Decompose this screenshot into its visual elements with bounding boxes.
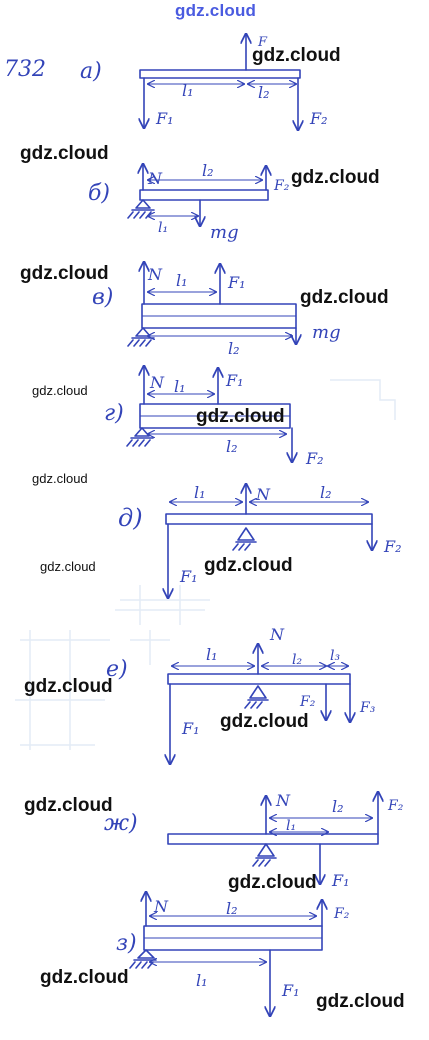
svg-text:N: N <box>149 373 165 392</box>
lever-bar <box>139 189 269 201</box>
watermark: gdz.cloud <box>316 991 405 1012</box>
svg-text:l₁: l₁ <box>196 971 208 990</box>
svg-text:F₁: F₁ <box>155 109 174 128</box>
svg-text:l₂: l₂ <box>332 797 344 816</box>
svg-text:N: N <box>153 897 169 916</box>
svg-text:г): г) <box>104 401 124 426</box>
svg-text:l₁: l₁ <box>158 220 168 236</box>
diagram-b: б) N F₂ l₂ l₁ mg <box>88 161 290 243</box>
watermark: gdz.cloud <box>228 872 317 893</box>
watermark: gdz.cloud <box>40 967 129 988</box>
svg-text:F₁: F₁ <box>227 273 246 292</box>
svg-text:N: N <box>269 625 285 644</box>
svg-text:F₁: F₁ <box>225 371 244 390</box>
pivot-support <box>127 199 155 219</box>
watermark: gdz.cloud <box>24 795 113 816</box>
svg-text:F: F <box>257 35 268 50</box>
svg-text:в): в) <box>92 285 113 310</box>
svg-text:д): д) <box>118 504 143 532</box>
diagram-d: д) N l₁ l₂ F₁ F₂ <box>118 483 402 598</box>
svg-text:б): б) <box>88 181 110 206</box>
svg-text:l₂: l₂ <box>202 161 214 180</box>
svg-text:F₁: F₁ <box>281 981 300 1000</box>
svg-text:l₁: l₁ <box>286 818 296 834</box>
svg-text:F₂: F₂ <box>273 178 290 194</box>
watermark: gdz.cloud <box>32 383 88 398</box>
svg-text:F₁: F₁ <box>179 567 198 586</box>
svg-text:ж): ж) <box>104 811 138 836</box>
watermark: gdz.cloud <box>20 263 109 284</box>
svg-text:l₂: l₂ <box>320 483 332 502</box>
diagram-e: е) N l₁ l₂ l₃ F₁ F₂ F₃ <box>106 625 376 764</box>
problem-number: 732 <box>4 57 46 82</box>
watermark: gdz.cloud <box>291 167 380 188</box>
watermark: gdz.cloud <box>220 711 309 732</box>
watermark: gdz.cloud <box>40 559 96 574</box>
diagram-g: г) N F₁ l₁ l₂ F₂ <box>104 366 324 468</box>
svg-text:l₂: l₂ <box>228 339 240 358</box>
svg-text:е): е) <box>106 657 128 682</box>
svg-text:l₁: l₁ <box>176 271 188 290</box>
svg-text:F₂: F₂ <box>387 798 404 814</box>
svg-text:l₂: l₂ <box>226 899 238 918</box>
svg-text:N: N <box>147 169 163 188</box>
svg-text:F₃: F₃ <box>359 700 376 716</box>
pivot-support <box>127 327 155 347</box>
watermark: gdz.cloud <box>300 287 389 308</box>
svg-text:F₂: F₂ <box>309 109 328 128</box>
lever-bar <box>165 513 373 525</box>
svg-text:mg: mg <box>210 222 239 243</box>
svg-text:F₁: F₁ <box>331 871 350 890</box>
svg-text:N: N <box>275 791 291 810</box>
lever-bar <box>167 833 379 845</box>
pivot-support <box>244 685 269 709</box>
watermark: gdz.cloud <box>24 676 113 697</box>
svg-text:mg: mg <box>312 322 341 343</box>
svg-text:F₂: F₂ <box>305 449 324 468</box>
svg-text:l₂: l₂ <box>292 652 302 668</box>
lever-bar <box>139 69 301 79</box>
svg-text:F₁: F₁ <box>181 719 200 738</box>
diagram-v: в) N F₁ l₁ l₂ mg <box>92 262 341 358</box>
watermark: gdz.cloud <box>196 406 285 427</box>
svg-text:F₂: F₂ <box>299 694 316 710</box>
header-watermark: gdz.cloud <box>175 1 257 20</box>
svg-text:l₂: l₂ <box>258 83 270 102</box>
svg-text:F₂: F₂ <box>333 906 350 922</box>
svg-text:l₁: l₁ <box>174 377 186 396</box>
svg-text:l₁: l₁ <box>194 483 206 502</box>
svg-text:N: N <box>255 485 271 504</box>
lever-bar <box>167 673 351 685</box>
svg-text:F₂: F₂ <box>383 537 402 556</box>
watermark: gdz.cloud <box>20 143 109 164</box>
svg-text:l₃: l₃ <box>330 648 340 664</box>
watermark: gdz.cloud <box>32 471 88 486</box>
pivot-support <box>232 527 257 551</box>
svg-text:l₁: l₁ <box>182 81 194 100</box>
pivot-support <box>126 427 154 447</box>
diagram-z: з) N l₂ F₂ l₁ F₁ <box>116 892 350 1016</box>
svg-text:l₁: l₁ <box>206 645 218 664</box>
svg-text:N: N <box>147 265 163 284</box>
pivot-support <box>129 949 157 969</box>
watermark: gdz.cloud <box>204 555 293 576</box>
diagram-zh: ж) N l₂ F₂ l₁ F₁ <box>104 791 404 890</box>
watermark: gdz.cloud <box>252 45 341 66</box>
pivot-support <box>252 843 277 867</box>
svg-text:l₂: l₂ <box>226 437 238 456</box>
diagram-a: а) F l₁ l₂ F₁ F₂ <box>80 34 328 130</box>
svg-text:з): з) <box>116 931 137 956</box>
svg-text:а): а) <box>80 59 102 84</box>
